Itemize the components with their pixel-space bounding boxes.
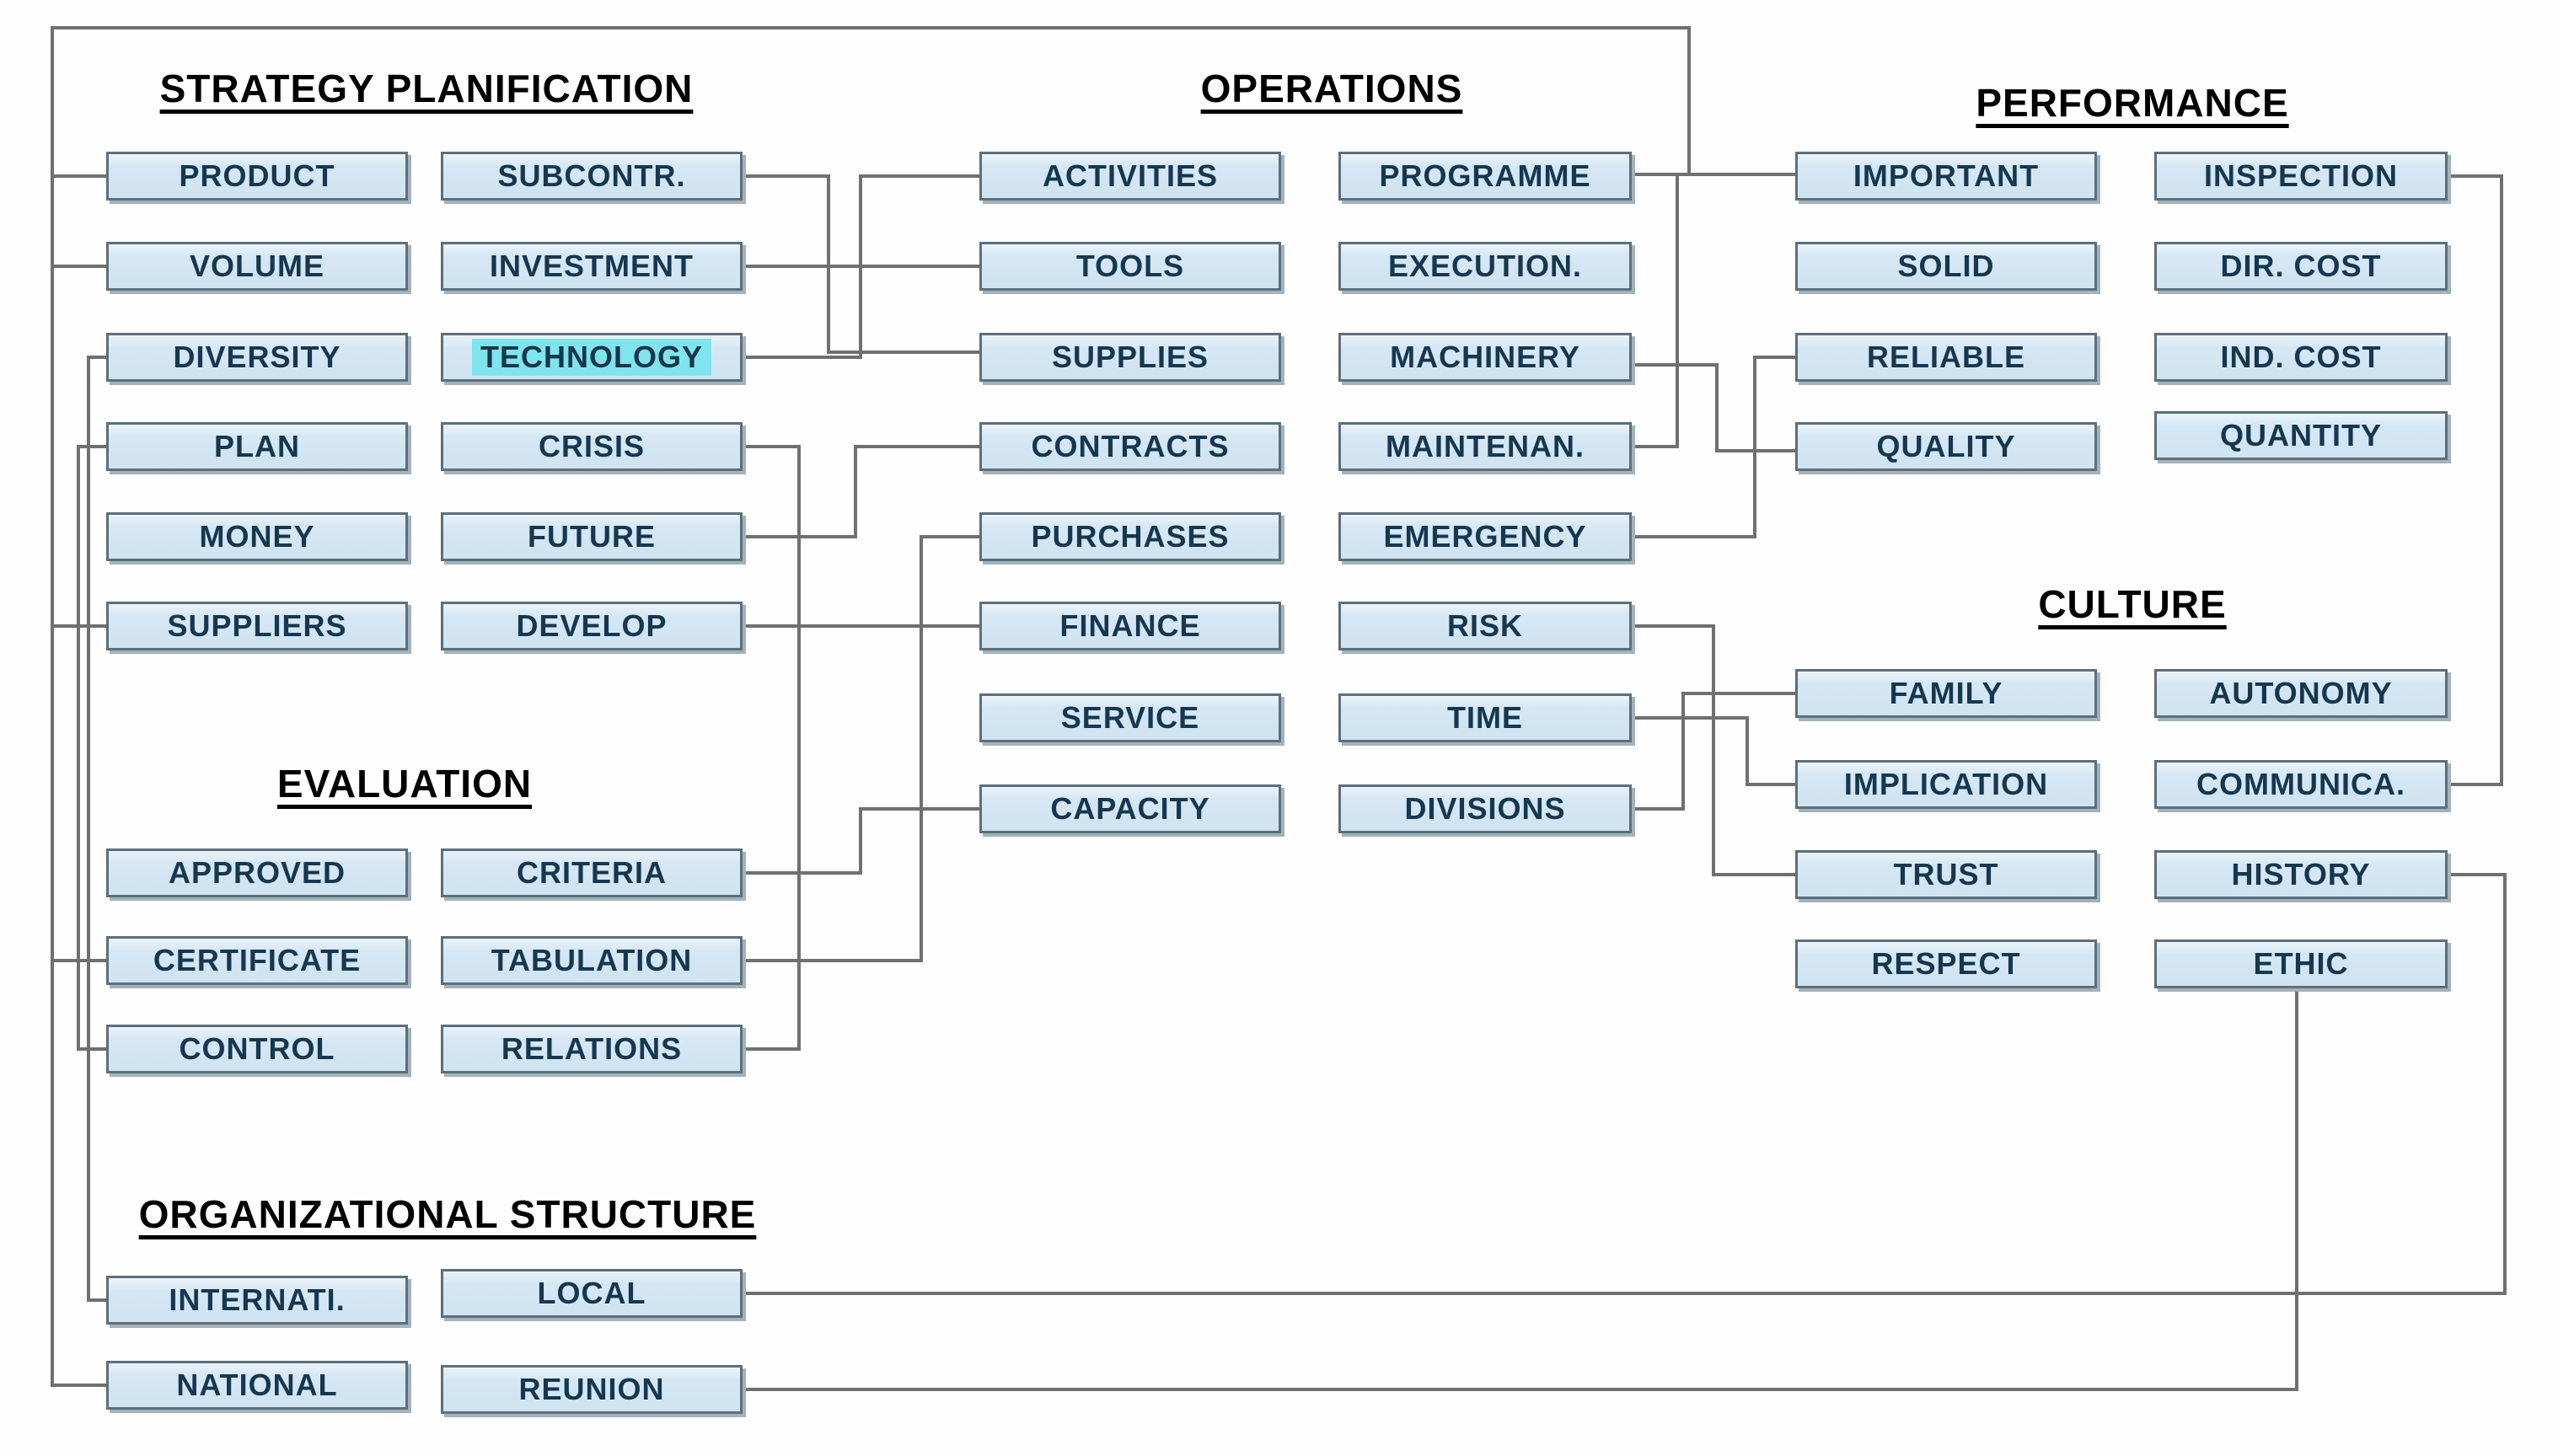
- connector-inspection-communica: [2448, 174, 2503, 786]
- connector-criteria-capacity: [743, 807, 979, 875]
- connector-reunion-ethic: [743, 988, 2298, 1391]
- box-solid[interactable]: SOLID: [1795, 242, 2097, 291]
- box-time[interactable]: TIME: [1338, 693, 1632, 742]
- box-family[interactable]: FAMILY: [1795, 669, 2097, 718]
- connector-history-local: [743, 873, 2507, 1295]
- title-performance: PERFORMANCE: [1976, 81, 2289, 125]
- box-machinery[interactable]: MACHINERY: [1338, 333, 1632, 382]
- box-suppliers[interactable]: SUPPLIERS: [106, 602, 408, 650]
- connector-subcontr-supplies: [743, 174, 979, 354]
- connector-machinery-quality: [1632, 363, 1795, 452]
- box-tools[interactable]: TOOLS: [979, 242, 1281, 291]
- selection-highlight: TECHNOLOGY: [471, 339, 711, 376]
- box-contracts[interactable]: CONTRACTS: [979, 422, 1281, 471]
- box-history[interactable]: HISTORY: [2154, 850, 2448, 899]
- connector-crisis-relations: [743, 445, 801, 1051]
- box-divisions[interactable]: DIVISIONS: [1338, 784, 1632, 833]
- box-plan[interactable]: PLAN: [106, 422, 408, 471]
- box-supplies[interactable]: SUPPLIES: [979, 333, 1281, 382]
- box-local[interactable]: LOCAL: [441, 1269, 743, 1318]
- connector-tabulation-purchases: [743, 535, 979, 962]
- box-purchases[interactable]: PURCHASES: [979, 512, 1281, 561]
- box-execution[interactable]: EXECUTION.: [1338, 242, 1632, 291]
- box-programme[interactable]: PROGRAMME: [1338, 152, 1632, 201]
- box-technology[interactable]: TECHNOLOGY: [441, 333, 743, 382]
- box-finance[interactable]: FINANCE: [979, 602, 1281, 650]
- box-volume[interactable]: VOLUME: [106, 242, 408, 291]
- box-crisis[interactable]: CRISIS: [441, 422, 743, 471]
- box-develop[interactable]: DEVELOP: [441, 602, 743, 650]
- box-activities[interactable]: ACTIVITIES: [979, 152, 1281, 201]
- box-certificate[interactable]: CERTIFICATE: [106, 936, 408, 985]
- connector-risk-trust: [1632, 624, 1795, 876]
- box-quantity[interactable]: QUANTITY: [2154, 411, 2448, 460]
- box-money[interactable]: MONEY: [106, 512, 408, 561]
- box-product[interactable]: PRODUCT: [106, 152, 408, 201]
- connector-border-rail: [51, 26, 1691, 1387]
- title-operations: OPERATIONS: [1200, 67, 1463, 110]
- connector-future-contracts: [743, 445, 979, 538]
- box-emergency[interactable]: EMERGENCY: [1338, 512, 1632, 561]
- box-reunion[interactable]: REUNION: [441, 1365, 743, 1414]
- box-diversity[interactable]: DIVERSITY: [106, 333, 408, 382]
- box-trust[interactable]: TRUST: [1795, 850, 2097, 899]
- box-internati[interactable]: INTERNATI.: [106, 1276, 408, 1325]
- box-approved[interactable]: APPROVED: [106, 848, 408, 897]
- box-implication[interactable]: IMPLICATION: [1795, 760, 2097, 809]
- connector-diversity-internati: [87, 356, 110, 1302]
- box-control[interactable]: CONTROL: [106, 1025, 408, 1073]
- title-culture: CULTURE: [2038, 582, 2227, 626]
- box-respect[interactable]: RESPECT: [1795, 939, 2097, 988]
- box-capacity[interactable]: CAPACITY: [979, 784, 1281, 833]
- box-ind-cost[interactable]: IND. COST: [2154, 333, 2448, 382]
- box-ethic[interactable]: ETHIC: [2154, 939, 2448, 988]
- box-risk[interactable]: RISK: [1338, 602, 1632, 650]
- connector-time-implication: [1632, 716, 1795, 786]
- box-criteria[interactable]: CRITERIA: [441, 848, 743, 897]
- box-reliable[interactable]: RELIABLE: [1795, 333, 2097, 382]
- box-future[interactable]: FUTURE: [441, 512, 743, 561]
- box-autonomy[interactable]: AUTONOMY: [2154, 669, 2448, 718]
- connector-divisions-family: [1632, 692, 1795, 811]
- box-important[interactable]: IMPORTANT: [1795, 152, 2097, 201]
- connector-maintenan-junction: [1632, 174, 1679, 448]
- box-maintenan[interactable]: MAINTENAN.: [1338, 422, 1632, 471]
- box-communica[interactable]: COMMUNICA.: [2154, 760, 2448, 809]
- box-investment[interactable]: INVESTMENT: [441, 242, 743, 291]
- box-subcontr[interactable]: SUBCONTR.: [441, 152, 743, 201]
- title-organizational-structure: ORGANIZATIONAL STRUCTURE: [138, 1192, 757, 1236]
- connector-emergency-reliable: [1632, 356, 1795, 538]
- box-dir-cost[interactable]: DIR. COST: [2154, 242, 2448, 291]
- box-quality[interactable]: QUALITY: [1795, 422, 2097, 471]
- box-inspection[interactable]: INSPECTION: [2154, 152, 2448, 201]
- box-service[interactable]: SERVICE: [979, 693, 1281, 742]
- connector-plan-control: [77, 445, 110, 1051]
- title-strategy-planification: STRATEGY PLANIFICATION: [159, 67, 694, 110]
- box-tabulation[interactable]: TABULATION: [441, 936, 743, 985]
- box-national[interactable]: NATIONAL: [106, 1361, 408, 1410]
- box-relations[interactable]: RELATIONS: [441, 1025, 743, 1073]
- title-evaluation: EVALUATION: [276, 762, 533, 806]
